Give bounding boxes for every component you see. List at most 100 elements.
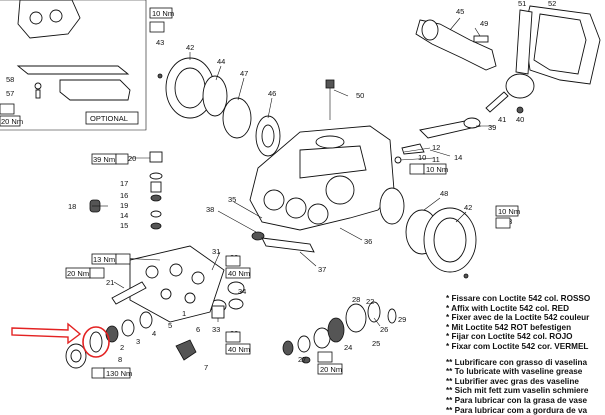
callout-42: 42 — [186, 43, 194, 52]
callout-46: 46 — [268, 89, 276, 98]
dipstick-50 — [325, 79, 335, 120]
callout-28: 28 — [352, 295, 360, 304]
callout-12: 12 — [432, 143, 440, 152]
callout-14-left: 14 — [120, 211, 128, 220]
legend-line: ** Lubrificare con grasso di vaselina — [446, 357, 588, 367]
valve-stack — [149, 151, 163, 230]
legend-line: * Fixer avec de la Loctite 542 couleur — [446, 313, 590, 323]
callout-3: 3 — [136, 337, 140, 346]
lubrication-legend: * Fissare con Loctite 542 col. ROSSO * A… — [446, 294, 605, 415]
pump-head-fragment — [17, 0, 81, 39]
callout-22: 22 — [366, 297, 374, 306]
callout-37: 37 — [318, 265, 326, 274]
key-49 — [473, 35, 489, 43]
optional-rail-plate — [16, 65, 131, 101]
callout-24: 24 — [344, 343, 352, 352]
legend-line: * Mit Loctite 542 ROT befestigen — [446, 322, 572, 332]
highlight-circle — [82, 326, 110, 358]
callout-1: 1 — [182, 309, 186, 318]
gasket-51 — [515, 9, 533, 75]
crankcase-housing — [249, 125, 395, 231]
callout-42-right: 42 — [464, 203, 472, 212]
bearing-48-inner — [379, 187, 405, 225]
callout-17: 17 — [120, 179, 128, 188]
callout-6: 6 — [196, 325, 200, 334]
callout-16: 16 — [120, 191, 128, 200]
callout-25: 25 — [372, 339, 380, 348]
callout-20: 20 — [128, 154, 136, 163]
pointer-arrow — [11, 322, 82, 345]
callout-29: 29 — [398, 315, 406, 324]
crankshaft-45 — [415, 19, 497, 71]
oil-plug-33 — [209, 299, 227, 319]
leader-lines — [92, 17, 494, 327]
callout-41: 41 — [498, 115, 506, 124]
torque-13nm: 13 Nm — [93, 255, 115, 264]
torque-40nm-32: 40 Nm — [228, 345, 250, 354]
piston-guide-39 — [419, 117, 482, 139]
legend-line: * Fissare con Loctite 542 col. ROSSO — [446, 294, 591, 303]
torque-130nm: 130 Nm — [106, 369, 132, 378]
callout-4: 4 — [152, 329, 156, 338]
callout-34: 34 — [238, 287, 246, 296]
callout-40: 40 — [516, 115, 524, 124]
oil-plug-30 — [227, 281, 245, 310]
callout-43-top: 43 — [156, 38, 164, 47]
legend-line: ** Para lubricar com a gordura de va — [446, 405, 588, 415]
cover-plate-42 — [157, 57, 215, 119]
legend-line: * Affix with Loctite 542 col. RED — [446, 303, 569, 313]
plunger-assembly — [65, 311, 197, 369]
callout-7: 7 — [204, 363, 208, 372]
optional-inset-frame — [0, 0, 147, 131]
callout-21: 21 — [106, 278, 114, 287]
torque-39nm: 39 Nm — [93, 155, 115, 164]
callout-19: 19 — [120, 201, 128, 210]
torque-10nm-right: 10 Nm — [498, 207, 520, 216]
callout-15: 15 — [120, 221, 128, 230]
optional-label: OPTIONAL — [90, 114, 128, 123]
legend-line: * Fijar con Loctite 542 col. ROJO — [446, 332, 573, 342]
callout-33: 33 — [212, 325, 220, 334]
callout-48: 48 — [440, 189, 448, 198]
bolt-21 — [111, 281, 147, 305]
oil-seal-38 — [251, 231, 265, 241]
oring-47 — [222, 97, 252, 139]
rear-cover-52 — [523, 5, 601, 85]
callout-49: 49 — [480, 19, 488, 28]
callout-8: 8 — [118, 355, 122, 364]
seal-44 — [202, 75, 228, 117]
callout-36: 36 — [364, 237, 372, 246]
base-gasket-37 — [261, 237, 315, 253]
callout-38: 38 — [206, 205, 214, 214]
legend-line: ** Para lubricar con la grasa de vase — [446, 395, 588, 405]
callout-35: 35 — [228, 195, 236, 204]
torque-40nm-30: 40 Nm — [228, 269, 250, 278]
callout-27: 27 — [298, 355, 306, 364]
torque-20nm-56: 20 Nm — [1, 117, 23, 126]
callout-2: 2 — [120, 343, 124, 352]
callout-50: 50 — [356, 91, 364, 100]
callout-45: 45 — [456, 7, 464, 16]
callout-44: 44 — [217, 57, 225, 66]
torque-8nm: 10 Nm — [426, 165, 448, 174]
torque-10nm-top: 10 Nm — [152, 9, 174, 18]
torque-20nm-23: 20 Nm — [320, 365, 342, 374]
callout-14: 14 — [454, 153, 462, 162]
callout-51: 51 — [518, 0, 526, 8]
callout-39: 39 — [488, 123, 496, 132]
torque-20nm: 20 Nm — [67, 269, 89, 278]
callout-31: 31 — [212, 247, 220, 256]
legend-line: ** Sich mit fett zum vaselin schmiere — [446, 386, 589, 396]
callout-18: 18 — [68, 202, 76, 211]
legend-line: ** Lubrifier avec gras des vaseline — [446, 376, 579, 386]
connecting-rod-41 — [485, 73, 535, 114]
manifold-head-1 — [129, 245, 225, 323]
torque-boxes: 10 Nm 39 Nm 13 Nm 20 Nm 10 Nm 10 Nm 40 N… — [0, 7, 520, 379]
legend-line: * Fixar com Loctite 542 cor. VERMEL — [446, 341, 589, 351]
legend-line: ** To lubricate with vaseline grease — [446, 367, 583, 377]
callout-10: 10 — [418, 153, 426, 162]
callout-11: 11 — [432, 155, 440, 164]
callout-52: 52 — [548, 0, 556, 8]
optional-label-box — [85, 111, 139, 125]
